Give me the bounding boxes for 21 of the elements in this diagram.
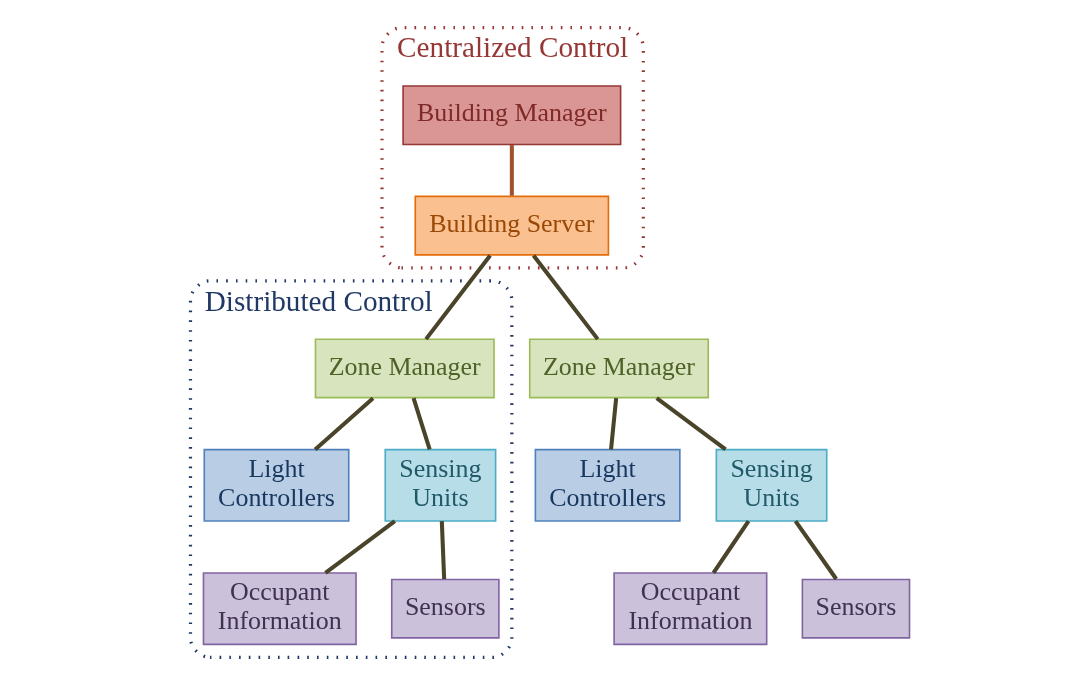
node-box: Sensors (390, 578, 500, 639)
connector (793, 519, 838, 581)
node-box: Building Server (413, 195, 609, 256)
connector (313, 396, 374, 451)
node-box: Sensing Units (715, 448, 828, 522)
node-box: Zone Manager (314, 338, 495, 399)
node-box: Building Manager (401, 85, 621, 146)
node-box: Light Controllers (202, 448, 350, 522)
node-box: Light Controllers (534, 448, 681, 522)
connector (654, 396, 727, 452)
connector (323, 519, 396, 575)
connector (509, 145, 514, 196)
connector (411, 397, 432, 451)
node-box: Zone Manager (528, 338, 709, 399)
connector (608, 397, 618, 450)
connector (439, 520, 446, 580)
node-box: Occupant Information (612, 572, 767, 646)
node-box: Occupant Information (202, 572, 357, 646)
node-box: Sensing Units (383, 448, 496, 522)
node-box: Sensors (801, 578, 910, 639)
connector (711, 519, 750, 574)
